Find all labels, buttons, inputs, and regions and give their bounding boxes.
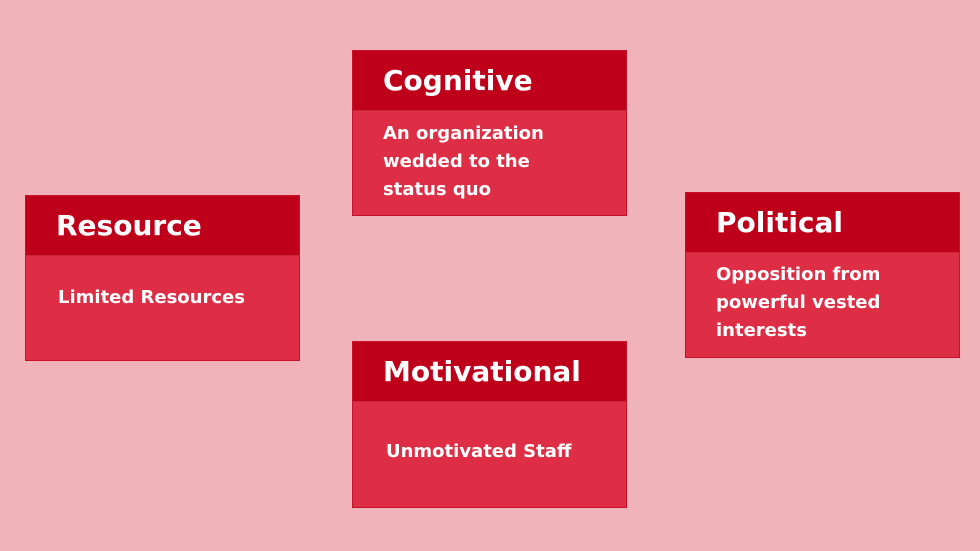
card-political: Political Opposition from powerful veste… xyxy=(685,192,960,358)
card-title: Motivational xyxy=(353,342,626,402)
card-cognitive: Cognitive An organization wedded to the … xyxy=(352,50,627,216)
description-line: Unmotivated Staff xyxy=(386,441,572,462)
description-line: powerful vested xyxy=(716,292,881,313)
card-motivational: Motivational Unmotivated Staff xyxy=(352,341,627,508)
description-line: interests xyxy=(716,320,807,341)
card-title: Resource xyxy=(26,196,299,256)
card-title: Political xyxy=(686,193,959,253)
card-description: Unmotivated Staff xyxy=(353,402,626,466)
description-line: status quo xyxy=(383,179,491,200)
card-description: An organization wedded to the status quo xyxy=(353,111,626,204)
card-description: Opposition from powerful vested interest… xyxy=(686,253,959,345)
description-line: Limited Resources xyxy=(58,287,245,308)
card-title: Cognitive xyxy=(353,51,626,111)
description-line: wedded to the xyxy=(383,151,530,172)
card-resource: Resource Limited Resources xyxy=(25,195,300,361)
card-description: Limited Resources xyxy=(26,256,299,312)
description-line: Opposition from xyxy=(716,264,881,285)
description-line: An organization xyxy=(383,123,544,144)
